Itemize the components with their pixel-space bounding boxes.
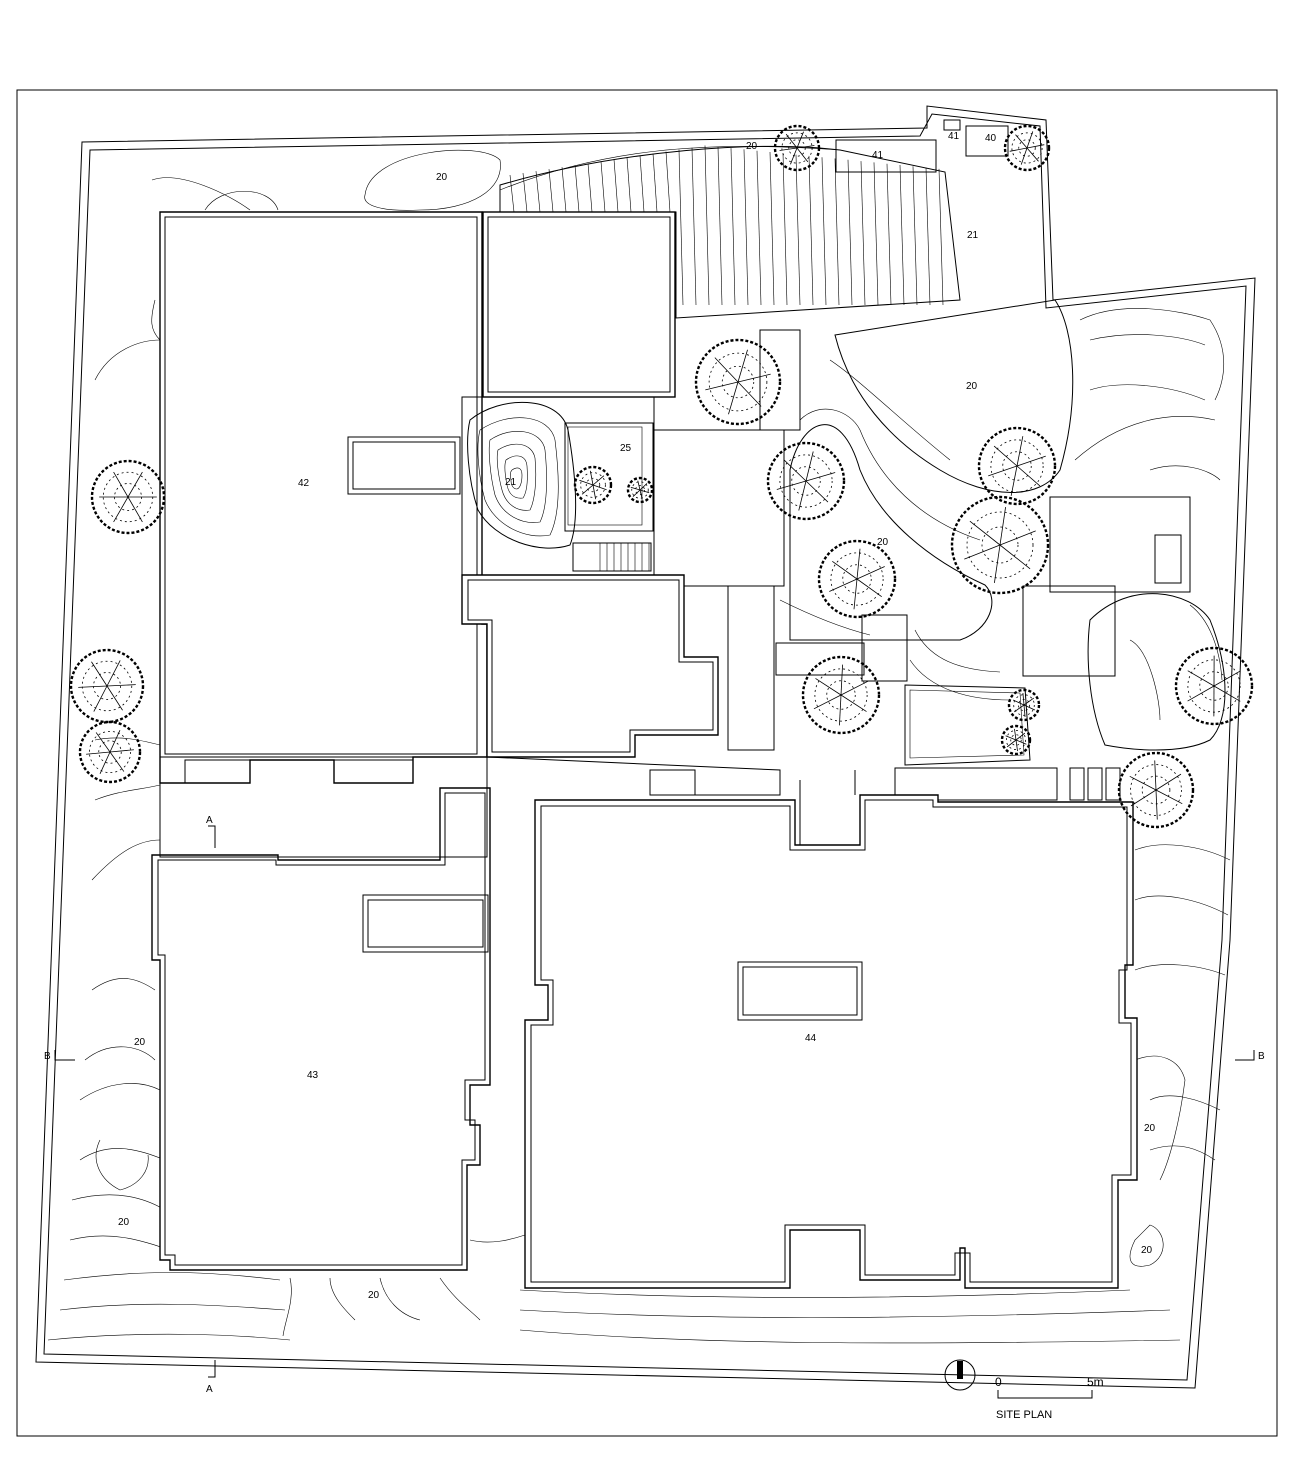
label-garden-ne: 20 — [966, 381, 978, 392]
tree-icon — [766, 441, 846, 521]
paving — [649, 329, 1191, 801]
label-garden-sw: 20 — [118, 1217, 130, 1228]
tree-icon — [69, 648, 145, 724]
building-42 — [159, 211, 488, 784]
sheds — [835, 119, 1009, 173]
section-marker-a-top: A — [206, 815, 216, 848]
tree-icon — [1000, 724, 1032, 756]
label-building-43: 43 — [307, 1070, 319, 1081]
tree-icon — [1007, 688, 1041, 722]
scale-start-label: 0 — [995, 1375, 1002, 1389]
label-garden-top: 20 — [746, 141, 758, 152]
label-garden-se: 20 — [1141, 1245, 1153, 1256]
label-shed-b: 40 — [985, 133, 997, 144]
label-shed-a: 41 — [948, 131, 960, 142]
trees — [69, 124, 1254, 829]
label-building-42: 42 — [298, 478, 310, 489]
label-pool: 25 — [620, 443, 632, 454]
label-garden-nw: 20 — [436, 172, 448, 183]
scale-bar: 0 5m — [995, 1375, 1104, 1399]
scale-end-label: 5m — [1087, 1375, 1104, 1389]
label-garden-w: 20 — [134, 1037, 146, 1048]
tree-icon — [626, 476, 654, 504]
building-43 — [151, 787, 491, 1271]
tree-icon — [817, 539, 897, 619]
tree-icon — [801, 655, 881, 735]
label-shed-small: 41 — [872, 150, 884, 161]
tree-icon — [90, 459, 166, 535]
courtyard — [461, 396, 655, 576]
label-garden-e: 20 — [1144, 1123, 1156, 1134]
building-labels: 42 43 44 — [298, 478, 817, 1081]
tree-icon — [573, 465, 613, 505]
section-label-a-top: A — [206, 815, 213, 826]
section-marker-a-bottom: A — [206, 1360, 216, 1395]
tree-icon — [1003, 124, 1051, 172]
north-arrow-icon — [944, 1359, 976, 1391]
tree-icon — [773, 124, 821, 172]
label-garden-s: 20 — [368, 1290, 380, 1301]
tree-icon — [1174, 646, 1254, 726]
annex-middle — [461, 574, 719, 758]
sheet-border — [16, 89, 1278, 1437]
tree-icon — [950, 495, 1050, 595]
annex-north — [482, 211, 676, 398]
tree-icon — [78, 720, 142, 784]
tree-icon — [1117, 751, 1195, 829]
section-label-b-left: B — [44, 1051, 51, 1062]
label-garden-center: 20 — [877, 537, 889, 548]
section-label-b-right: B — [1258, 1051, 1265, 1062]
section-label-a-bottom: A — [206, 1384, 213, 1395]
parking-ramp — [499, 145, 961, 319]
site-boundary-inner — [43, 113, 1247, 1381]
building-44 — [524, 794, 1138, 1289]
site-boundary — [35, 105, 1256, 1389]
section-marker-b-right: B — [1235, 1050, 1265, 1062]
tree-icon — [977, 426, 1057, 506]
drawing-title: SITE PLAN — [996, 1409, 1052, 1421]
connector — [159, 756, 856, 858]
label-building-44: 44 — [805, 1033, 817, 1044]
tree-icon — [694, 338, 782, 426]
section-marker-b-left: B — [44, 1050, 75, 1062]
label-parking: 21 — [967, 230, 979, 241]
zone-labels: 20 20 21 41 41 40 20 20 21 25 20 20 20 2… — [118, 131, 1156, 1301]
label-pond: 21 — [505, 477, 517, 488]
